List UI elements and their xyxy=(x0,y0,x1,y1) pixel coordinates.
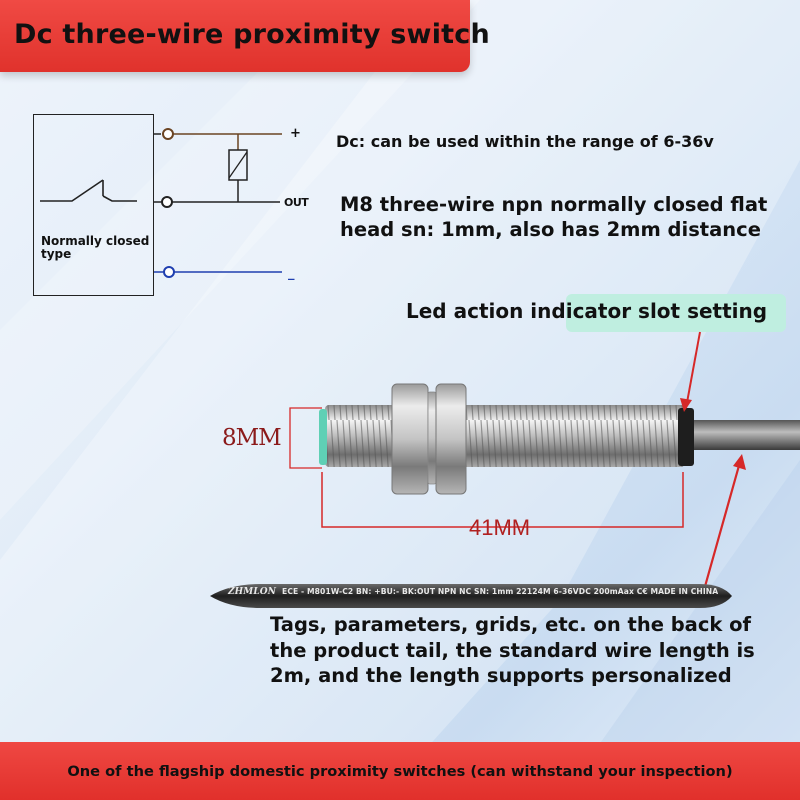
tags-note: Tags, parameters, grids, etc. on the bac… xyxy=(270,613,755,687)
terminal-minus-label: _ xyxy=(288,266,295,281)
product-label-strip: ZHMLON ECE - M801W-C2 BN: +BU:- BK:OUT NP… xyxy=(228,587,718,597)
led-callout: Led action indicator slot setting xyxy=(406,299,768,323)
terminal-out-label: OUT xyxy=(284,196,309,209)
model-spec: M8 three-wire npn normally closed flat h… xyxy=(340,193,768,241)
led-highlight-box xyxy=(566,294,786,332)
wiring-diagram: Normally closed type + OUT _ xyxy=(0,100,330,300)
brand-logo: ZHMLON xyxy=(228,587,277,597)
label-strip-text: ECE - M801W-C2 BN: +BU:- BK:OUT NPN NC S… xyxy=(282,587,719,596)
circuit-box xyxy=(33,114,154,296)
diameter-dimension: 8MM xyxy=(222,425,282,451)
header-banner xyxy=(0,0,470,72)
footer-banner xyxy=(0,742,800,800)
length-dimension: 41MM xyxy=(469,515,531,540)
voltage-spec: Dc: can be used within the range of 6-36… xyxy=(336,132,714,151)
page-title: Dc three-wire proximity switch xyxy=(14,19,490,50)
footer-text: One of the flagship domestic proximity s… xyxy=(67,763,733,780)
terminal-plus-label: + xyxy=(290,126,301,141)
circuit-wires xyxy=(40,128,282,278)
normally-closed-label: Normally closed type xyxy=(41,234,150,261)
